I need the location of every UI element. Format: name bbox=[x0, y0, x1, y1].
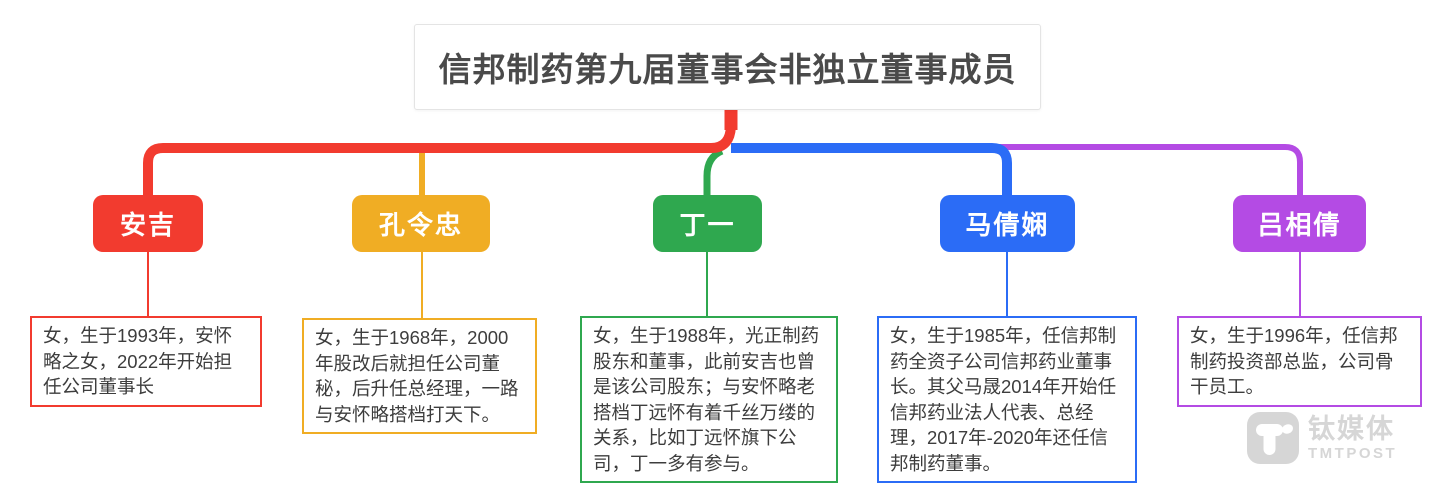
branch-line-anji bbox=[143, 123, 736, 196]
branch-line-dingyi bbox=[703, 147, 724, 196]
member-node-anji[interactable]: 安吉 bbox=[93, 195, 203, 252]
member-note-dingyi[interactable]: 女，生于1988年，光正制药股东和董事，此前安吉也曾是该公司股东；与安怀略老搭档… bbox=[580, 316, 838, 483]
member-note-lvxiangqian[interactable]: 女，生于1996年，任信邦制药投资部总监，公司骨干员工。 bbox=[1177, 316, 1422, 407]
branch-line-lvxiangqian bbox=[733, 144, 1303, 196]
tmtpost-name: 钛媒体 bbox=[1308, 414, 1395, 444]
member-node-maqianxian[interactable]: 马倩娴 bbox=[940, 195, 1075, 252]
branch-line-maqianxian bbox=[731, 143, 1012, 196]
member-note-anji[interactable]: 女，生于1993年，安怀略之女，2022年开始担任公司董事长 bbox=[30, 316, 262, 407]
member-node-lvxiangqian[interactable]: 吕相倩 bbox=[1233, 195, 1366, 252]
member-note-maqianxian[interactable]: 女，生于1985年，任信邦制药全资子公司信邦药业董事长。其父马晟2014年开始任… bbox=[877, 316, 1137, 483]
tmtpost-logo-icon bbox=[1247, 412, 1299, 464]
tmtpost-watermark-text: 钛媒体 TMTPOST bbox=[1308, 412, 1397, 463]
root-topic[interactable]: 信邦制药第九届董事会非独立董事成员 bbox=[414, 24, 1041, 110]
tmtpost-subtitle: TMTPOST bbox=[1308, 445, 1398, 462]
member-note-konglingzhong[interactable]: 女，生于1968年，2000年股改后就担任公司董秘，后升任总经理，一路与安怀略搭… bbox=[302, 318, 537, 434]
member-node-dingyi[interactable]: 丁一 bbox=[653, 195, 762, 252]
tmtpost-watermark: 钛媒体 TMTPOST bbox=[1247, 412, 1397, 464]
member-node-konglingzhong[interactable]: 孔令忠 bbox=[352, 195, 490, 252]
